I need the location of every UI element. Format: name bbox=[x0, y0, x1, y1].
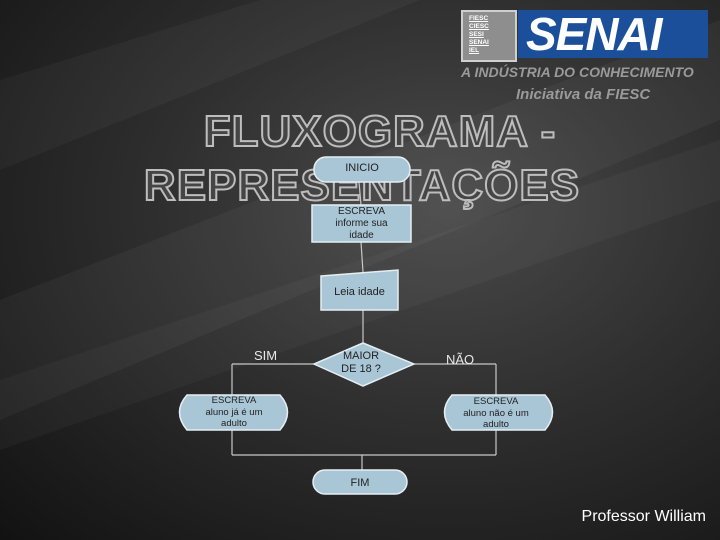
write-yes-line2: aluno já é um bbox=[205, 406, 263, 418]
write-yes-line3: adulto bbox=[221, 418, 247, 429]
write-yes-line1: ESCREVA bbox=[211, 395, 257, 406]
write-no-line1: ESCREVA bbox=[473, 396, 519, 407]
logo-initiative: Iniciativa da FIESC bbox=[516, 86, 651, 103]
end-label: FIM bbox=[350, 477, 370, 489]
logo-tagline: A INDÚSTRIA DO CONHECIMENTO bbox=[461, 64, 694, 80]
logo-line-fiesc: FIESC bbox=[469, 15, 489, 22]
senai-brand: SENAI bbox=[526, 8, 663, 60]
senai-logo: SENAI bbox=[518, 10, 708, 58]
write-yes-text: ESCREVA aluno já é um adulto bbox=[180, 395, 288, 430]
write-prompt-line1: ESCREVA bbox=[337, 206, 386, 217]
logo-line-senai: SENAI bbox=[469, 39, 489, 46]
write-prompt-line2: informe sua bbox=[335, 218, 388, 229]
write-prompt-text: ESCREVA informe sua idade bbox=[312, 206, 411, 242]
write-no-text: ESCREVA aluno não é um adulto bbox=[442, 396, 550, 431]
write-prompt-line3: idade bbox=[349, 230, 374, 241]
write-no-line3: adulto bbox=[483, 419, 509, 430]
yes-label: SIM bbox=[254, 348, 278, 363]
connectors bbox=[231, 181, 497, 470]
footer-author: Professor William bbox=[581, 508, 706, 525]
no-label: NÃO bbox=[446, 352, 475, 367]
write-no-display bbox=[443, 394, 554, 431]
start-terminal bbox=[313, 156, 411, 183]
logo-line-sesi: SESI bbox=[469, 31, 484, 38]
connector-write-read bbox=[360, 241, 364, 273]
read-input-shape bbox=[320, 269, 399, 311]
end-terminal bbox=[312, 469, 408, 495]
fiesc-logo-box: FIESC CIESC SESI SENAI IEL bbox=[461, 10, 517, 62]
read-label: Leia idade bbox=[334, 286, 385, 298]
write-no-line2: aluno não é um bbox=[463, 407, 529, 419]
connector-start-write bbox=[358, 181, 362, 206]
logo-line-iel: IEL bbox=[469, 47, 480, 54]
start-label: INICIO bbox=[345, 162, 379, 174]
slide-title-line1: FLUXOGRAMA - bbox=[203, 107, 557, 157]
decision-line1: MAIOR bbox=[342, 350, 380, 362]
decision-diamond bbox=[312, 342, 416, 387]
write-prompt-box bbox=[311, 204, 412, 243]
logo-line-ciesc: CIESC bbox=[469, 23, 489, 30]
decision-line2: DE 18 ? bbox=[341, 363, 381, 375]
write-yes-display bbox=[178, 394, 289, 431]
decision-text: MAIOR DE 18 ? bbox=[330, 350, 392, 376]
